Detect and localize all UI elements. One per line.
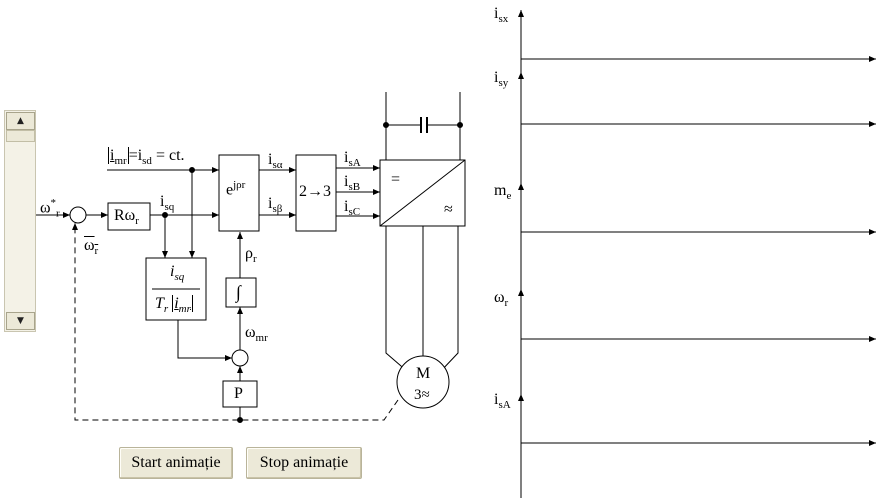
- plot-label-isy: isy: [494, 69, 509, 90]
- isB-label: isB: [344, 173, 361, 194]
- omega-ref-label: ω*r: [40, 197, 60, 220]
- rho-label: ρr: [245, 245, 257, 266]
- vertical-scrollbar[interactable]: ▲ ▼: [4, 110, 36, 332]
- scroll-down-button[interactable]: ▼: [6, 312, 35, 330]
- arrow-up-icon: ▲: [17, 116, 24, 126]
- omega-feedback-label: ωr: [84, 237, 99, 258]
- fraction-denominator: Tr imr: [155, 295, 193, 316]
- pole-pairs-label: P: [234, 385, 243, 402]
- scroll-thumb[interactable]: [6, 130, 35, 142]
- isA-label: isA: [344, 149, 361, 170]
- integrator-block: [225, 277, 257, 308]
- summing-junction-1: [69, 206, 87, 224]
- motor-label: M: [416, 365, 431, 382]
- inverter-dc-symbol: =: [391, 171, 401, 188]
- plot-label-isA: isA: [494, 391, 511, 412]
- fraction-numerator: isq: [170, 263, 185, 284]
- motor-symbol: [396, 355, 450, 409]
- two-to-three-label: 2→3: [299, 183, 331, 200]
- speed-controller-label: Rωr: [114, 207, 139, 228]
- plot-label-me: me: [494, 182, 512, 203]
- is-beta-label: isβ: [268, 195, 283, 216]
- scroll-up-button[interactable]: ▲: [6, 112, 35, 130]
- plot-label-isx: isx: [494, 5, 509, 26]
- rotation-label: ejρr: [226, 179, 246, 199]
- inverter-ac-symbol: ≈: [444, 201, 453, 218]
- plot-label-omega: ωr: [494, 289, 509, 310]
- arrow-down-icon: ▼: [17, 316, 24, 326]
- two-to-three-block: [295, 154, 337, 232]
- imr-label: imr=isd = ct.: [108, 147, 185, 168]
- start-animation-button[interactable]: Start animație: [119, 447, 233, 479]
- rotation-transform-block: [218, 154, 260, 232]
- isC-label: isC: [344, 198, 361, 219]
- is-alpha-label: isα: [268, 151, 283, 172]
- motor-phase-label: 3≈: [414, 387, 430, 403]
- isq-label: isq: [160, 193, 175, 214]
- omega-mr-label: ωmr: [245, 324, 268, 345]
- summing-junction-2: [231, 349, 249, 367]
- pole-pairs-block: [222, 380, 258, 408]
- integrator-symbol: ∫: [236, 282, 241, 302]
- speed-controller-block: [107, 202, 151, 231]
- stop-animation-button[interactable]: Stop animație: [246, 447, 362, 479]
